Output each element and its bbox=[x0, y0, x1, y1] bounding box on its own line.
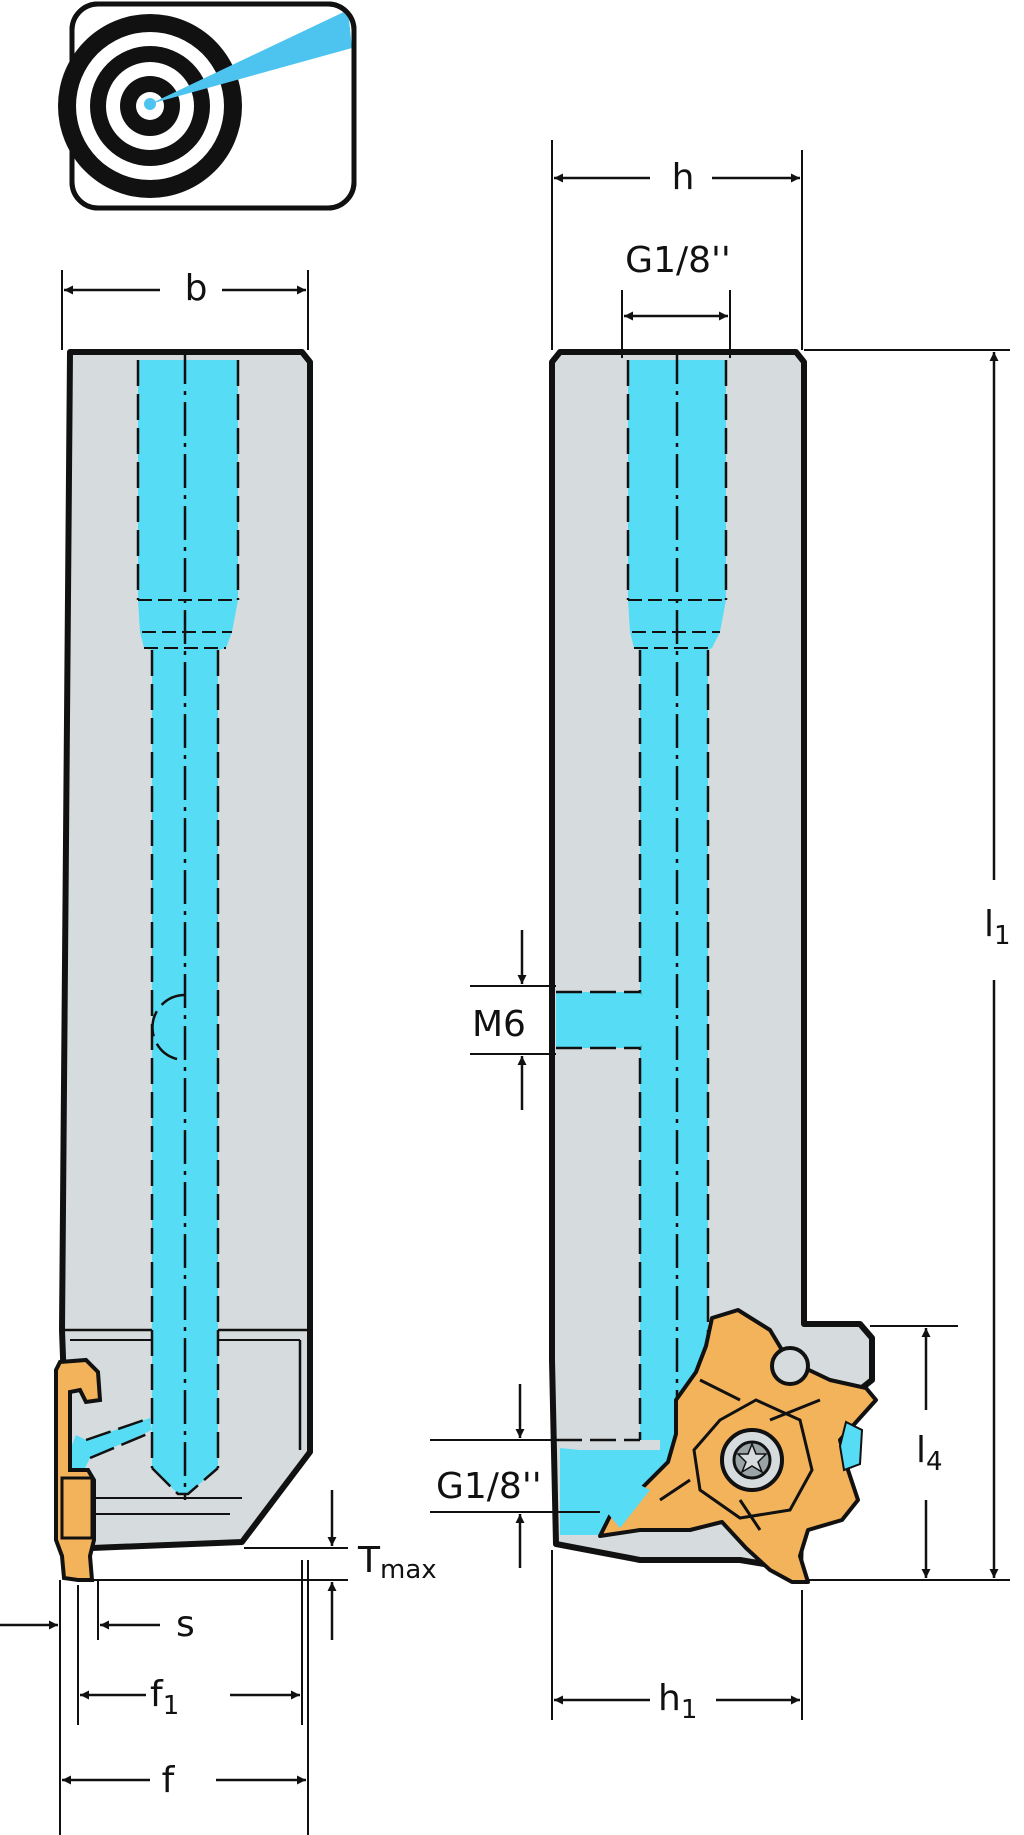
left-coolant-channel bbox=[136, 350, 240, 1500]
label-l4: l4 bbox=[916, 1430, 943, 1477]
dimension-h1: h1 bbox=[551, 1550, 803, 1725]
label-thread-top: G1/8'' bbox=[625, 240, 731, 281]
dimension-h: h bbox=[551, 140, 803, 350]
label-f: f bbox=[162, 1760, 176, 1801]
label-f1: f1 bbox=[150, 1674, 179, 1721]
dimension-b: b bbox=[61, 268, 309, 350]
dimension-l4: l4 bbox=[870, 1325, 958, 1578]
right-view bbox=[549, 349, 878, 1584]
dimension-thread-bottom: G1/8'' bbox=[430, 1384, 600, 1568]
label-tmax: Tmax bbox=[357, 1540, 437, 1585]
label-h: h bbox=[672, 157, 695, 198]
label-thread-bottom: G1/8'' bbox=[436, 1466, 542, 1507]
m6-side-port bbox=[556, 990, 647, 1050]
label-m6: M6 bbox=[472, 1004, 526, 1045]
left-insert bbox=[54, 1357, 103, 1582]
dimension-s: s bbox=[0, 1580, 195, 1645]
target-laser-icon bbox=[58, 1, 357, 211]
label-s: s bbox=[176, 1604, 195, 1645]
right-insert bbox=[598, 1308, 878, 1584]
dimension-m6: M6 bbox=[470, 930, 556, 1110]
dimension-f: f bbox=[59, 1560, 309, 1835]
dimension-thread-top: G1/8'' bbox=[621, 240, 731, 358]
label-l1: l1 bbox=[984, 904, 1011, 951]
dimension-tmax: Tmax bbox=[90, 1490, 437, 1640]
dimension-f1: f1 bbox=[77, 1560, 303, 1725]
label-h1: h1 bbox=[658, 1678, 697, 1725]
label-b: b bbox=[185, 268, 208, 309]
dimension-l1: l1 bbox=[804, 349, 1011, 1581]
left-view bbox=[54, 349, 313, 1582]
